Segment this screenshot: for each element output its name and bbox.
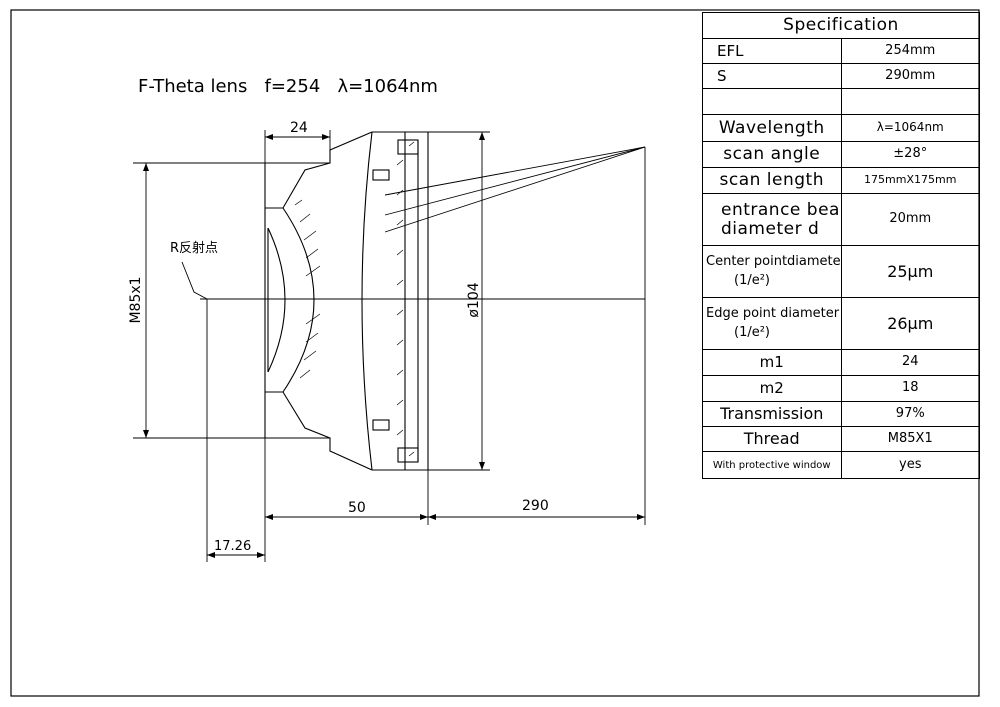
spec-value-scan-angle: ±28° xyxy=(840,141,980,168)
spec-value-m1: 24 xyxy=(840,349,980,376)
dim-working-distance: 290 xyxy=(522,498,549,514)
spec-label-entrance-beam-line2: diameter d xyxy=(721,218,820,239)
dimension-arrows xyxy=(143,132,645,558)
spec-label-wavelength: Wavelength xyxy=(702,114,842,142)
spec-label-scan-length: scan length xyxy=(702,167,842,194)
lens-outline xyxy=(264,131,429,471)
dim-top-width: 24 xyxy=(290,120,308,136)
section-hatching xyxy=(294,141,415,457)
spec-label-protective-window: With protective window xyxy=(702,451,842,479)
drawing-title: F-Theta lens f=254 λ=1064nm xyxy=(138,76,438,97)
spec-label-center-point: Center pointdiameter (1/e²) xyxy=(702,245,842,298)
spec-label-s: S xyxy=(702,63,842,89)
spec-value-efl: 254mm xyxy=(840,38,980,64)
spec-label-m1: m1 xyxy=(702,349,842,376)
spec-label-thread: Thread xyxy=(702,426,842,452)
spec-label-edge-point-line2: (1/e²) xyxy=(734,324,771,340)
spec-value-protective-window: yes xyxy=(840,451,980,479)
spec-value-m2: 18 xyxy=(840,375,980,402)
spec-label-entrance-beam: entrance beam diameter d xyxy=(702,193,842,246)
spec-label-entrance-beam-line1: entrance beam xyxy=(721,199,840,220)
reflect-point-label: R反射点 xyxy=(170,240,218,256)
spec-label-center-point-line1: Center pointdiameter xyxy=(706,254,841,270)
spec-label-edge-point: Edge point diameter (1/e²) xyxy=(702,297,842,350)
spec-value-s: 290mm xyxy=(840,63,980,89)
spec-label-empty xyxy=(702,88,842,115)
spec-label-scan-angle: scan angle xyxy=(702,141,842,168)
spec-value-center-point: 25μm xyxy=(840,245,980,298)
spec-value-wavelength: λ=1064nm xyxy=(840,114,980,142)
spec-label-m2: m2 xyxy=(702,375,842,402)
dim-reflect-offset: 17.26 xyxy=(214,539,251,554)
dimension-lines xyxy=(133,130,646,562)
spec-label-efl: EFL xyxy=(702,38,842,64)
spec-value-transmission: 97% xyxy=(840,401,980,427)
spec-label-transmission: Transmission xyxy=(702,401,842,427)
dim-length: 50 xyxy=(348,500,366,516)
spec-value-edge-point: 26μm xyxy=(840,297,980,350)
spec-value-thread: M85X1 xyxy=(840,426,980,452)
optical-axis xyxy=(200,146,646,300)
spec-label-center-point-line2: (1/e²) xyxy=(734,272,771,288)
spec-label-edge-point-line1: Edge point diameter xyxy=(706,306,840,322)
dim-outer-diameter: ø104 xyxy=(466,282,482,317)
spec-value-entrance-beam: 20mm xyxy=(840,193,980,246)
dim-thread: M85x1 xyxy=(128,276,144,323)
spec-header: Specification xyxy=(702,12,980,39)
spec-value-empty xyxy=(840,88,980,115)
spec-table: Specification EFL 254mm S 290mm Waveleng… xyxy=(702,12,980,479)
spec-value-scan-length: 175mmX175mm xyxy=(840,167,980,194)
